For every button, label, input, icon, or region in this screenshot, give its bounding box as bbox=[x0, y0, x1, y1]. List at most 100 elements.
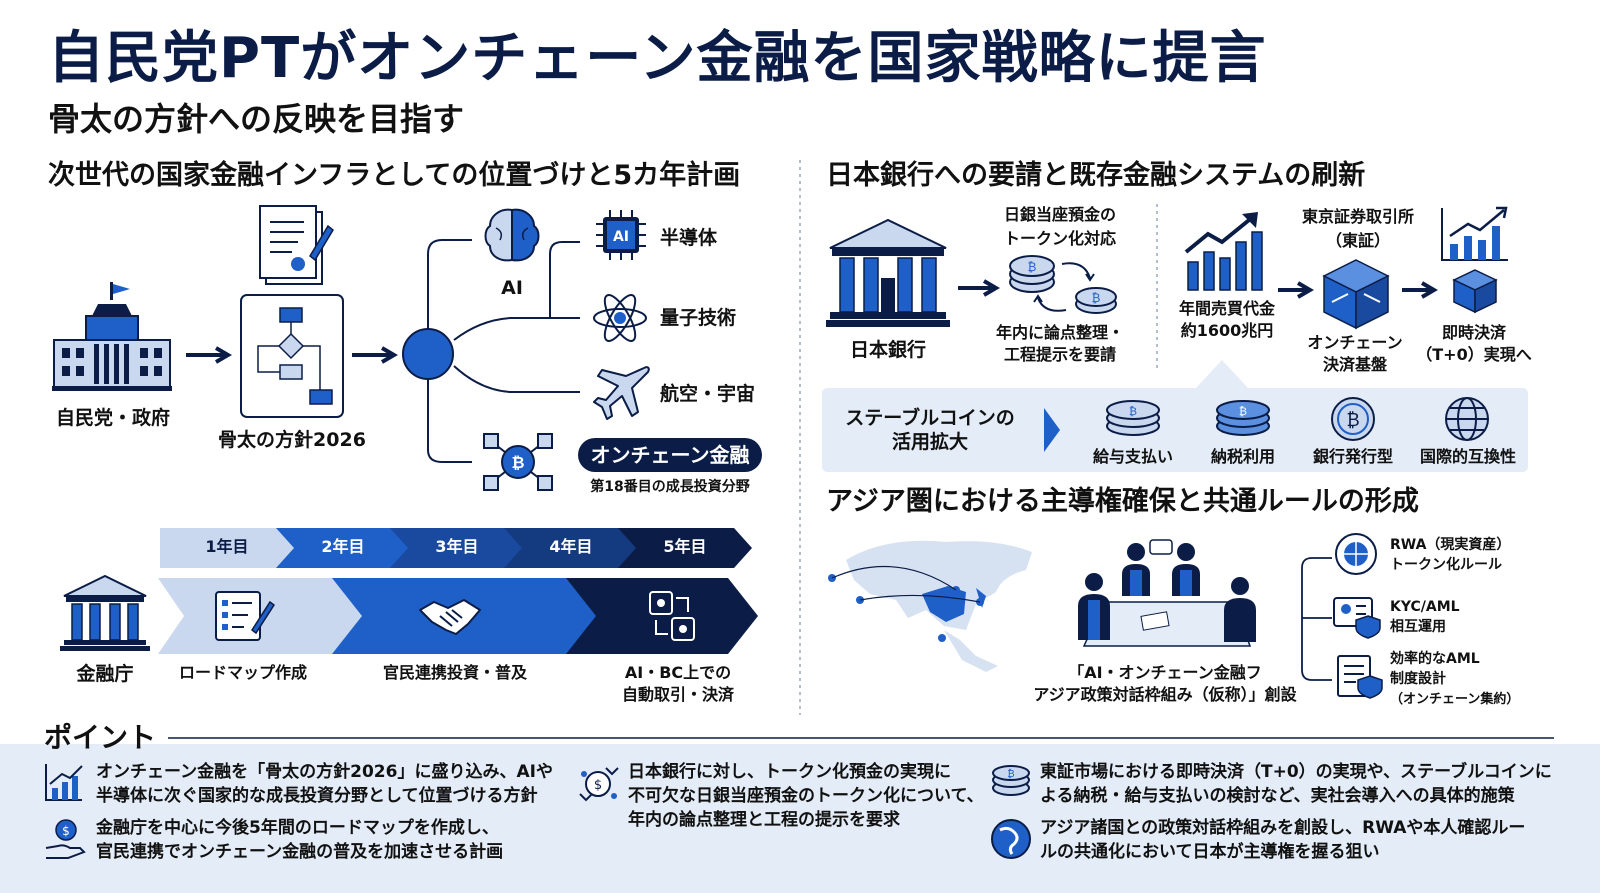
boj-building-icon bbox=[826, 218, 950, 327]
rising-chart-icon bbox=[1184, 212, 1263, 291]
hand-coin-icon: $ bbox=[45, 819, 86, 859]
token-exchange-icon: $ bbox=[579, 767, 619, 802]
rule-aml-3: （オンチェーン集約） bbox=[1390, 692, 1520, 707]
onchain-base-1: オンチェーン bbox=[1307, 333, 1403, 352]
point-1-line2: 半導体に次ぐ国家的な成長投資分野として位置づける方針 bbox=[96, 786, 538, 806]
rule-kyc-2: 相互運用 bbox=[1390, 619, 1446, 635]
year-2: 2年目 bbox=[321, 537, 365, 556]
svg-text:₿: ₿ bbox=[511, 453, 524, 472]
tse-title-1: 東京証券取引所 bbox=[1301, 207, 1414, 226]
arrow-icon bbox=[1278, 281, 1314, 299]
boj-label: 日本銀行 bbox=[849, 339, 926, 361]
year-3: 3年目 bbox=[435, 537, 479, 556]
blockchain-network-icon: ₿ bbox=[483, 433, 553, 491]
rules-bracket bbox=[1301, 557, 1332, 681]
stablecoin-title-1: ステーブルコインの bbox=[845, 407, 1015, 429]
svg-text:$: $ bbox=[62, 824, 70, 838]
kyc-id-icon bbox=[1333, 597, 1381, 639]
flowchart-icon bbox=[240, 294, 344, 418]
asia-map-icon bbox=[828, 540, 1032, 672]
arrow-icon bbox=[958, 279, 1000, 297]
semiconductor-label: 半導体 bbox=[660, 227, 718, 249]
quantum-label: 量子技術 bbox=[660, 307, 737, 329]
arrow-icon bbox=[1402, 281, 1438, 299]
use-salary: 給与支払い bbox=[1092, 447, 1173, 466]
deposit-title-1: 日銀当座預金の bbox=[1003, 205, 1116, 224]
fsa-building-icon bbox=[60, 574, 150, 651]
dialogue-line2: アジア政策対話枠組み（仮称）」創設 bbox=[1033, 685, 1297, 704]
deposit-note-1: 年内に論点整理・ bbox=[995, 323, 1124, 342]
year-timeline bbox=[160, 528, 752, 568]
points-panel bbox=[0, 744, 1600, 893]
deposit-title-2: トークン化対応 bbox=[1003, 229, 1116, 248]
onchain-base-2: 決済基盤 bbox=[1322, 355, 1387, 374]
arrow-icon bbox=[352, 346, 398, 364]
use-tax: 納税利用 bbox=[1210, 447, 1275, 466]
aerospace-label: 航空・宇宙 bbox=[660, 383, 756, 405]
svg-text:$: $ bbox=[594, 778, 602, 793]
automated-transaction-icon bbox=[649, 591, 695, 641]
svg-text:₿: ₿ bbox=[1092, 291, 1101, 305]
settlement-cube-icon bbox=[1322, 259, 1390, 330]
arrow-icon bbox=[186, 346, 232, 364]
points-heading: ポイント bbox=[44, 721, 157, 754]
atom-icon bbox=[593, 294, 647, 342]
point-2-line1: 金融庁を中心に今後5年間のロードマップを作成し、 bbox=[96, 818, 499, 838]
point-2-line2: 官民連携でオンチェーン金融の普及を加速させる計画 bbox=[96, 842, 504, 862]
point-5-line1: アジア諸国との政策対話枠組みを創設し、RWAや本人確認ルー bbox=[1040, 818, 1526, 838]
svg-text:₿: ₿ bbox=[1129, 405, 1137, 418]
fsa-label: 金融庁 bbox=[76, 663, 134, 685]
growth-field-branches bbox=[402, 239, 580, 463]
svg-text:₿: ₿ bbox=[1028, 260, 1037, 274]
stablecoin-panel bbox=[822, 360, 1528, 472]
rwa-token-icon bbox=[1335, 533, 1377, 575]
rule-rwa-1: RWA（現実資産） bbox=[1390, 537, 1511, 553]
tax-coins-icon: ₿ bbox=[1216, 400, 1270, 436]
ai-chip-icon: AI bbox=[596, 210, 646, 260]
phase-auto-line1: AI・BC上での bbox=[624, 663, 732, 682]
block-cube-icon bbox=[1452, 269, 1498, 314]
rule-aml-1: 効率的なAML bbox=[1390, 651, 1480, 667]
handshake-icon bbox=[419, 599, 481, 635]
left-section-heading: 次世代の国家金融インフラとしての位置づけと5カ年計画 bbox=[48, 160, 741, 191]
point-3-line3: 年内の論点整理と工程の提示を要求 bbox=[628, 810, 900, 830]
phase-investment: 官民連携投資・普及 bbox=[382, 663, 527, 682]
rule-rwa-2: トークン化ルール bbox=[1390, 557, 1502, 573]
page-subtitle: 骨太の方針への反映を目指す bbox=[48, 100, 465, 138]
year-4: 4年目 bbox=[549, 537, 593, 556]
dialogue-meeting-icon bbox=[1078, 539, 1256, 647]
svg-text:₿: ₿ bbox=[1346, 410, 1359, 431]
rule-kyc-1: KYC/AML bbox=[1390, 599, 1460, 615]
checklist-icon bbox=[215, 591, 276, 641]
year-5: 5年目 bbox=[663, 537, 707, 556]
rule-aml-2: 制度設計 bbox=[1390, 671, 1446, 687]
use-interoperability: 国際的互換性 bbox=[1419, 447, 1516, 466]
tse-title-2: （東証） bbox=[1325, 231, 1390, 250]
bank-coin-icon: ₿ bbox=[1331, 397, 1375, 441]
svg-text:AI: AI bbox=[613, 229, 629, 245]
token-coins-icon: ₿ ₿ bbox=[1009, 255, 1117, 314]
svg-text:₿: ₿ bbox=[1239, 405, 1247, 418]
ldp-label: 自民党・政府 bbox=[55, 407, 170, 429]
point-3-line2: 不可欠な日銀当座預金のトークン化について、 bbox=[628, 786, 984, 806]
coin-stack-icon: ₿ bbox=[992, 765, 1030, 796]
brain-icon bbox=[484, 208, 540, 262]
point-4-line1: 東証市場における即時決済（T+0）の実現や、ステーブルコインに bbox=[1040, 762, 1552, 782]
bar-chart-icon bbox=[1441, 206, 1508, 261]
stablecoin-title-2: 活用拡大 bbox=[891, 431, 968, 453]
asia-section-heading: アジア圏における主導権確保と共通ルールの形成 bbox=[826, 486, 1419, 517]
svg-text:₿: ₿ bbox=[1007, 768, 1014, 780]
onchain-note: 第18番目の成長投資分野 bbox=[590, 479, 750, 495]
deposit-note-2: 工程提示を要請 bbox=[1003, 345, 1116, 364]
point-3-line1: 日本銀行に対し、トークン化預金の実現に bbox=[628, 762, 951, 782]
volume-1: 年間売買代金 bbox=[1178, 299, 1275, 318]
phase-auto-line2: 自動取引・決済 bbox=[621, 685, 734, 704]
asia-globe-icon bbox=[991, 819, 1031, 859]
airplane-icon bbox=[593, 366, 650, 420]
use-bank-issued: 銀行発行型 bbox=[1312, 447, 1393, 466]
points-rule bbox=[168, 737, 1554, 739]
settlement-2: （T+0）実現へ bbox=[1416, 345, 1532, 364]
point-1-line1: オンチェーン金融を「骨太の方針2026」に盛り込み、AIや bbox=[96, 762, 553, 782]
point-4-line2: よる納税・給与支払いの検討など、実社会導入への具体的施策 bbox=[1040, 786, 1515, 806]
